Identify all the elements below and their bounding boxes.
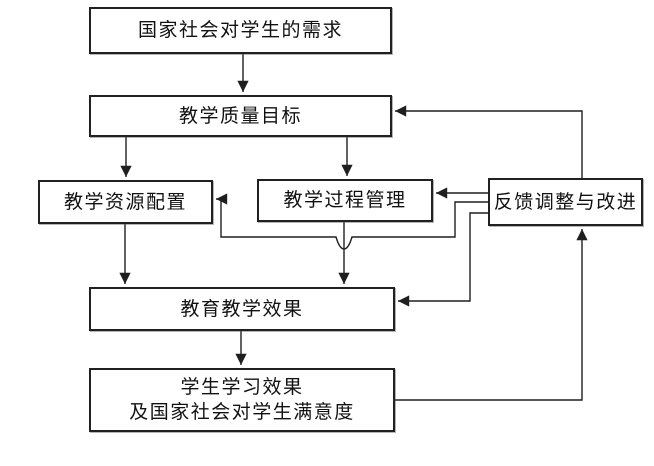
node-demand: 国家社会对学生的需求 (89, 7, 392, 54)
node-effect-label: 教育教学效果 (180, 298, 304, 320)
node-demand-label: 国家社会对学生的需求 (137, 20, 343, 41)
connector-feedback-to-quality (395, 105, 583, 178)
node-process: 教学过程管理 (257, 179, 433, 222)
node-quality-goal-label: 教学质量目标 (178, 105, 302, 127)
node-outcome-line2: 及国家社会对学生满意度 (129, 402, 355, 423)
node-resources-label: 教学资源配置 (63, 191, 187, 213)
node-outcome-line1: 学生学习效果 (180, 377, 304, 398)
node-resources: 教学资源配置 (38, 180, 213, 224)
node-quality-goal: 教学质量目标 (89, 95, 392, 137)
connector-feedback-to-effect (398, 212, 488, 307)
connector-outcome-to-feedback (395, 229, 588, 401)
node-effect: 教育教学效果 (89, 287, 395, 331)
node-feedback: 反馈调整与改进 (488, 178, 643, 226)
node-process-label: 教学过程管理 (283, 190, 407, 211)
node-outcome: 学生学习效果 及国家社会对学生满意度 (89, 368, 395, 432)
node-feedback-label: 反馈调整与改进 (493, 191, 638, 213)
